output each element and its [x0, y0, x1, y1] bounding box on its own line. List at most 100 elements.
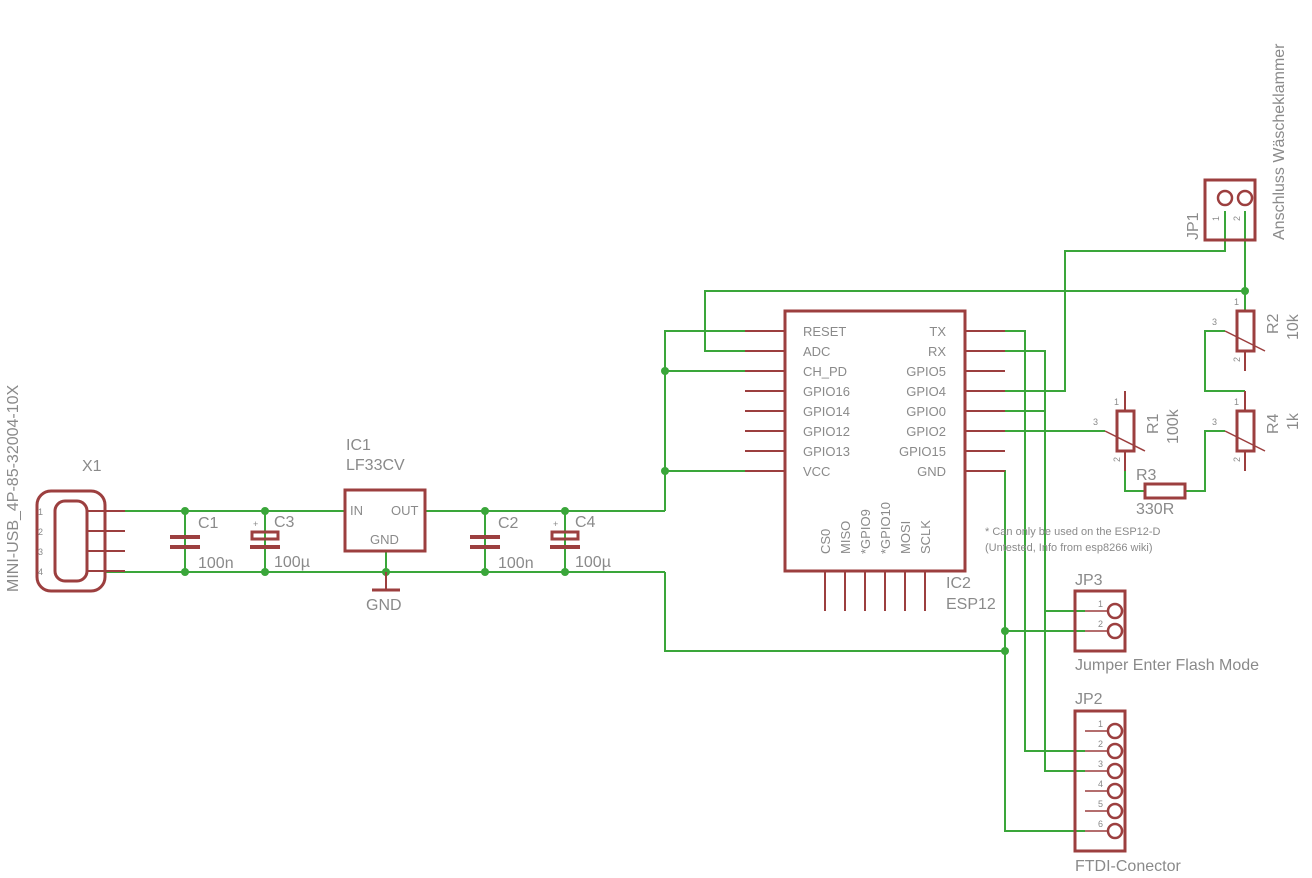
ic2-name: IC2 [946, 575, 971, 592]
c4-name: C4 [575, 514, 596, 531]
c2-capacitor[interactable]: C2 100n [470, 515, 534, 572]
c4-polarity: + [553, 519, 558, 529]
r1-trimmer[interactable]: 1 2 3 R1 100k [1093, 391, 1182, 471]
ic2-body [783, 309, 967, 573]
r4-pin-label: 3 [1212, 417, 1217, 427]
r2-pin-label: 1 [1234, 297, 1239, 307]
jp2-pin-label: 6 [1098, 819, 1103, 829]
x1-socket [53, 499, 89, 583]
ic1-pin-in: IN [350, 503, 363, 518]
ic2-pin-right: TX [929, 324, 946, 339]
r1-pin-label: 2 [1112, 457, 1122, 462]
jp1-connector[interactable]: 1 2 JP1 Anschluss Wäscheklammer [1185, 43, 1288, 242]
jp1-pin-label: 1 [1211, 216, 1221, 221]
ic1-pin-gnd: GND [370, 532, 399, 547]
ic2-pin-left: GPIO14 [803, 404, 850, 419]
ic1-regulator[interactable]: IN OUT GND IC1 LF33CV [343, 437, 427, 553]
r1-name: R1 [1145, 413, 1162, 434]
c3-polarity: + [253, 519, 258, 529]
wire-rx [985, 350, 1085, 772]
junction [661, 367, 669, 375]
jp2-pin-label: 3 [1098, 759, 1103, 769]
jp2-pin-label: 4 [1098, 779, 1103, 789]
junction [561, 568, 569, 576]
jp1-name: JP1 [1185, 212, 1202, 240]
junction [481, 507, 489, 515]
junction [481, 568, 489, 576]
c3-value: 100µ [274, 554, 310, 571]
wire-tx [985, 330, 1085, 752]
ic2-pin-left: GPIO13 [803, 444, 850, 459]
wire-gpio0 [985, 410, 1085, 612]
jp1-value: Anschluss Wäscheklammer [1271, 43, 1288, 240]
ic1-name: IC1 [346, 437, 371, 454]
ic2-pin-bottom: CS0 [818, 529, 833, 554]
ic2-pin-right: RX [928, 344, 946, 359]
junction [181, 568, 189, 576]
ic2-pin-left: CH_PD [803, 364, 847, 379]
jp3-name: JP3 [1075, 572, 1103, 589]
ic2-pin-left: RESET [803, 324, 846, 339]
junction [1001, 627, 1009, 635]
r4-pin-label: 1 [1234, 397, 1239, 407]
c1-name: C1 [198, 515, 219, 532]
r1-pin-label: 1 [1114, 397, 1119, 407]
ic2-pin-bottom: MOSI [898, 521, 913, 554]
r2-name: R2 [1265, 313, 1282, 334]
jp2-name: JP2 [1075, 691, 1103, 708]
junction [1001, 647, 1009, 655]
jp2-ftdi-connector[interactable]: 1 2 3 4 5 6 JP2 FTDI-Conector [1073, 691, 1181, 875]
r2-pin-label: 2 [1232, 357, 1242, 362]
c3-capacitor[interactable]: + C3 100µ [250, 514, 310, 571]
junction [261, 507, 269, 515]
r2-value: 10k [1285, 313, 1302, 340]
ic1-pin-out: OUT [391, 503, 419, 518]
wire-r1-r3 [1124, 471, 1145, 492]
jp1-body [1203, 178, 1257, 242]
ic2-esp12[interactable]: RESET ADC CH_PD GPIO16 GPIO14 GPIO12 GPI… [745, 309, 1005, 613]
note-line-2: (Untested, Info from esp8266 wiki) [985, 542, 1153, 554]
r4-trimmer[interactable]: 1 2 3 R4 1k [1212, 391, 1302, 471]
ic2-pin-right: GPIO5 [906, 364, 946, 379]
r3-resistor[interactable]: R3 330R [1136, 467, 1187, 518]
r3-value: 330R [1136, 501, 1174, 518]
ic2-pin-bottom: *GPIO10 [878, 502, 893, 554]
x1-usb-connector[interactable]: 1 2 3 4 X1 MINI-USB_4P-85-32004-10X [5, 384, 125, 593]
ic2-pin-right: GND [917, 464, 946, 479]
ic2-value: ESP12 [946, 596, 996, 613]
c4-capacitor[interactable]: + C4 100µ [550, 514, 611, 571]
c1-value: 100n [198, 555, 234, 572]
x1-value: MINI-USB_4P-85-32004-10X [5, 384, 22, 592]
jp1-pin-label: 2 [1232, 216, 1242, 221]
wire-gpio4 [985, 211, 1226, 392]
ic2-pin-right: GPIO15 [899, 444, 946, 459]
jp3-pin-label: 2 [1098, 619, 1103, 629]
c1-capacitor[interactable]: C1 100n [170, 515, 234, 572]
r3-name: R3 [1136, 467, 1157, 484]
x1-body [35, 489, 107, 593]
jp3-jumper[interactable]: 1 2 JP3 Jumper Enter Flash Mode [1073, 572, 1259, 674]
gnd-symbol: GND [366, 572, 402, 614]
junction [661, 467, 669, 475]
wire-adc [704, 290, 1245, 352]
junction [261, 568, 269, 576]
c4-value: 100µ [575, 554, 611, 571]
x1-pin-label: 2 [38, 527, 43, 537]
x1-pin-label: 1 [38, 507, 43, 517]
jp2-value: FTDI-Conector [1075, 858, 1181, 875]
jp2-body [1073, 709, 1127, 853]
ic2-pin-bottom: SCLK [918, 520, 933, 554]
jp3-body [1073, 589, 1127, 653]
ic1-body [343, 488, 427, 553]
r1-pin-label: 3 [1093, 417, 1098, 427]
x1-pin-label: 3 [38, 547, 43, 557]
ic1-value: LF33CV [346, 457, 405, 474]
wire-reset [664, 330, 745, 511]
c3-name: C3 [274, 514, 295, 531]
jp2-pin-label: 1 [1098, 719, 1103, 729]
ic2-pin-left: ADC [803, 344, 830, 359]
r2-trimmer[interactable]: 1 2 3 R2 10k [1212, 297, 1302, 371]
ic2-pin-right: GPIO0 [906, 404, 946, 419]
r1-value: 100k [1165, 408, 1182, 444]
